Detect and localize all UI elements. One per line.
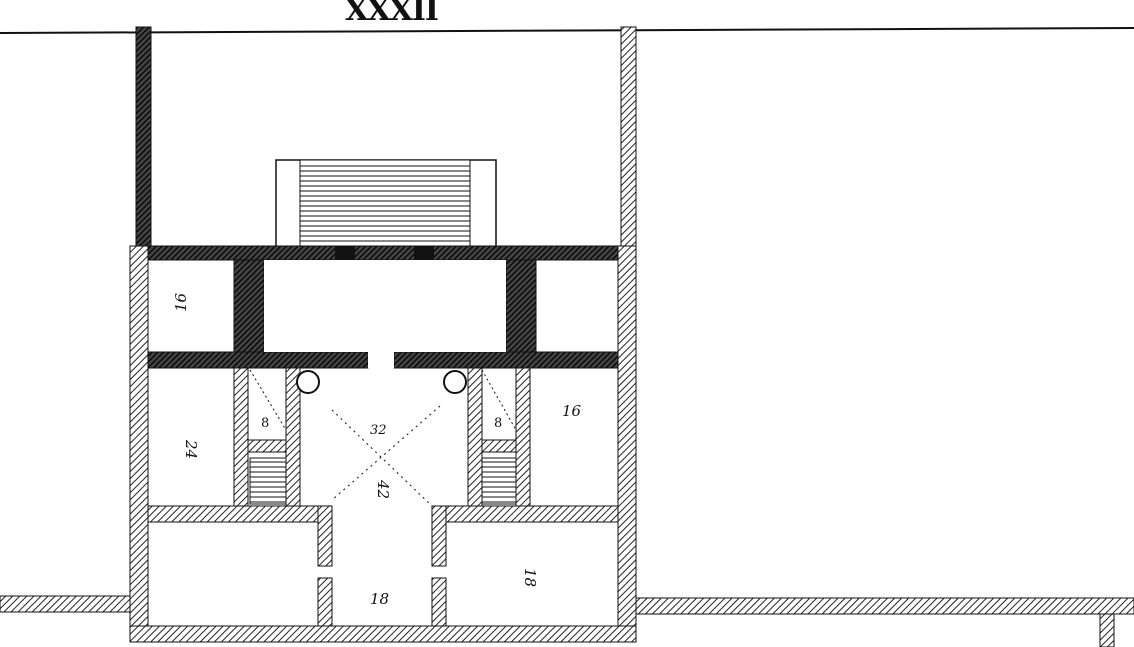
dim-left-closet: 8 (261, 416, 269, 431)
column-left (296, 370, 320, 394)
vestibule (264, 260, 506, 368)
dim-right-room: 16 (562, 402, 582, 420)
left-staircase (249, 457, 287, 505)
dim-top-left-room: 16 (172, 292, 190, 312)
entrance-steps (275, 159, 497, 249)
dim-left-room: 24 (182, 439, 200, 459)
left-boundary-wall (0, 595, 137, 613)
top-border-line (0, 27, 1134, 34)
closet-diagonal-1 (249, 369, 287, 431)
column-right (443, 370, 467, 394)
right-boundary-wall (635, 597, 1134, 647)
dim-bottom-right-room: 18 (521, 568, 539, 587)
dim-bottom-center: 18 (370, 590, 389, 608)
court-left-wall (135, 26, 152, 253)
court-right-wall (620, 26, 637, 253)
dim-central-hall-width: 32 (370, 423, 387, 438)
hall-diagonal-1 (331, 409, 433, 507)
right-staircase (481, 457, 517, 505)
plate-number: XXXII (345, 0, 438, 28)
building-walls (129, 245, 637, 643)
dim-right-closet: 8 (494, 416, 502, 431)
closet-diagonal-2 (481, 369, 517, 431)
dim-central-hall-length: 42 (374, 479, 392, 499)
